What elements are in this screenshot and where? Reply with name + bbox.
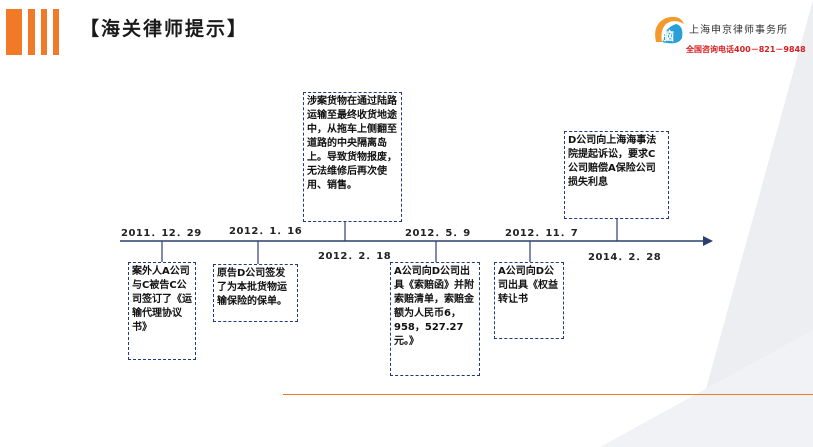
event-date-4: 2012．5．9 (405, 228, 471, 239)
event-date-3: 2012．2．18 (318, 251, 392, 262)
hotline-text: 全国咨询电话400－821－9848 (686, 45, 806, 54)
timeline-arrowhead (703, 236, 713, 246)
firm-logo-icon: 脑 (655, 16, 684, 44)
event-date-1: 2011．12．29 (121, 228, 202, 239)
event-box-4: A公司向D公司出具《索赔函》并附索赔清单，索赔金额为人民币6，958，527.2… (390, 262, 480, 376)
event-date-6: 2014．2．28 (588, 252, 662, 263)
logo-char: 脑 (661, 28, 674, 43)
event-box-6: D公司向上海海事法院提起诉讼，要求C公司赔偿A保险公司损失利息 (564, 131, 669, 219)
page-title: 【海关律师提示】 (80, 18, 249, 40)
event-box-1: 案外人A公司与C被告C公司签订了《运输代理协议书》 (128, 262, 196, 360)
footer-divider (283, 394, 813, 395)
event-box-3: 涉案货物在通过陆路运输至最终收货地途中，从拖车上侧翻至道路的中央隔离岛上。导致货… (303, 92, 402, 222)
event-box-2: 原告D公司签发了为本批货物运输保险的保单。 (213, 264, 298, 322)
event-date-2: 2012．1．16 (229, 226, 303, 237)
header-bars-decoration (6, 9, 59, 55)
event-date-5: 2012．11．7 (505, 228, 579, 239)
firm-name: 上海申京律师事务所 (689, 25, 788, 36)
event-box-5: A公司向D公司出具《权益转让书 (494, 262, 564, 339)
